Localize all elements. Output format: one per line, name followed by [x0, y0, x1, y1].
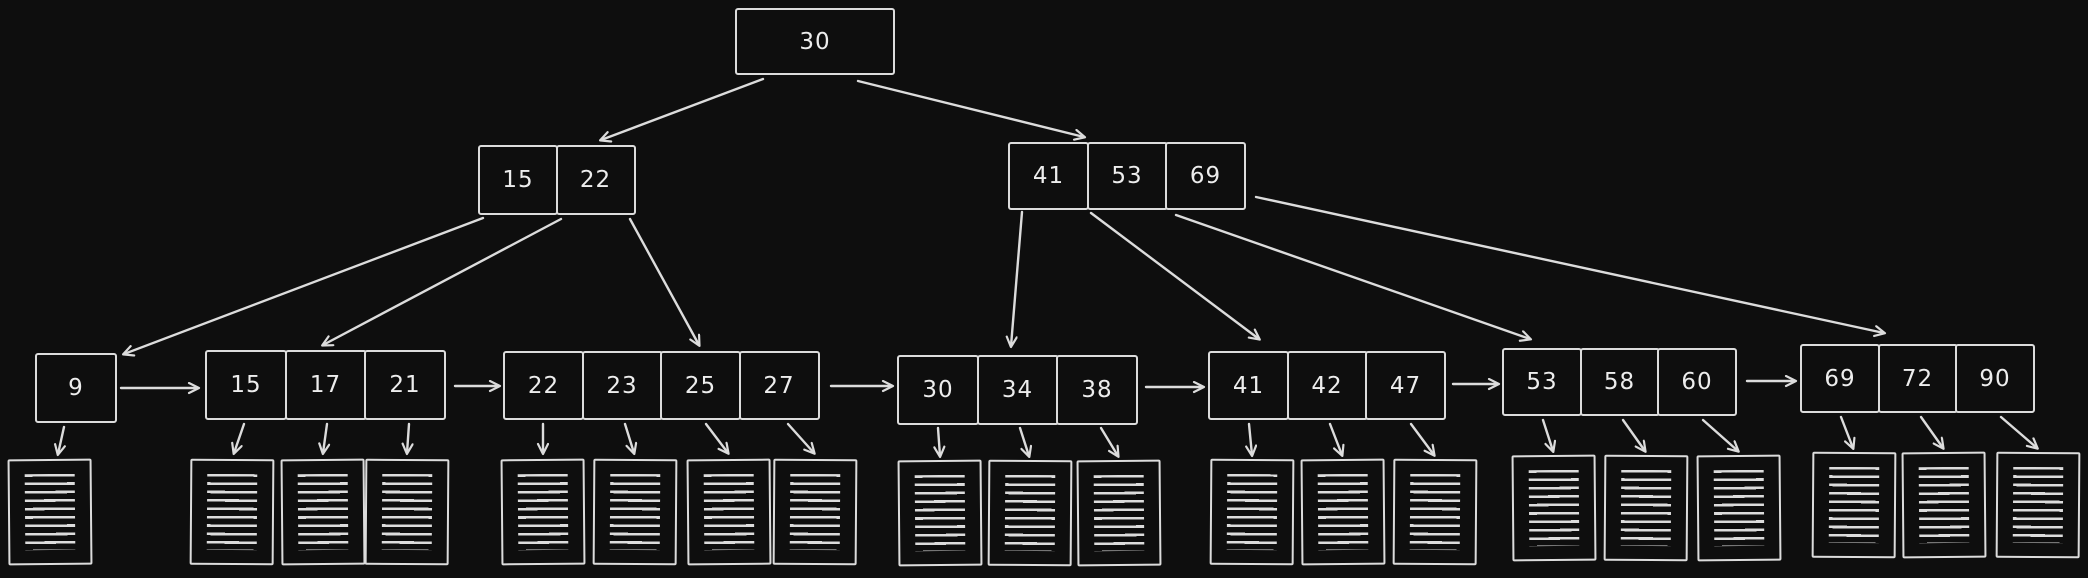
- leaf-to-doc-arrow: [407, 422, 409, 453]
- key-cell: 38: [1056, 355, 1138, 425]
- key-cell: 41: [1008, 142, 1089, 210]
- leaf-to-doc-arrow: [704, 422, 728, 453]
- leaf-to-doc-arrow: [1839, 415, 1853, 448]
- document-icon: [1603, 454, 1689, 562]
- leaf-to-doc-arrow: [58, 425, 64, 454]
- document-icon: [1901, 451, 1987, 559]
- key-cell: 9: [35, 353, 117, 423]
- key-cell: 41: [1208, 351, 1289, 420]
- key-cell: 90: [1955, 344, 2035, 413]
- edge-internal-to-leaf: [628, 217, 699, 345]
- leaf-to-doc-arrow: [623, 422, 634, 453]
- document-icon: [1392, 458, 1478, 566]
- key-cell: 27: [738, 351, 820, 420]
- key-cell: 25: [660, 351, 741, 420]
- document-icon: [987, 459, 1073, 567]
- document-icon: [1209, 458, 1295, 566]
- document-icon: [1995, 451, 2081, 559]
- leaf-to-doc-arrow: [1099, 426, 1118, 456]
- leaf-to-doc-arrow: [1701, 418, 1738, 451]
- edge-internal-to-leaf: [1254, 195, 1884, 333]
- key-cell: 53: [1502, 348, 1582, 416]
- edge-internal-to-leaf: [1089, 211, 1259, 339]
- key-cell: 53: [1086, 142, 1168, 210]
- leaf-to-doc-arrow: [234, 422, 246, 453]
- key-cell: 15: [478, 145, 558, 215]
- key-cell: 23: [581, 351, 663, 420]
- key-cell: 17: [284, 350, 367, 420]
- key-cell: 22: [555, 145, 636, 215]
- edge-root-to-right-internal: [856, 79, 1084, 137]
- leaf-node-5: 41 42 47: [1208, 351, 1446, 420]
- edge-internal-to-leaf: [124, 216, 485, 354]
- document-icon: [7, 458, 93, 566]
- leaf-to-doc-arrow: [323, 422, 327, 453]
- leaf-to-doc-arrow: [1621, 418, 1645, 451]
- leaf-node-4: 30 34 38: [897, 355, 1138, 425]
- leaf-to-doc-arrow: [786, 422, 814, 453]
- key-cell: 58: [1579, 348, 1660, 416]
- document-icon: [897, 459, 983, 567]
- key-cell: 22: [503, 351, 584, 420]
- key-cell: 69: [1800, 344, 1880, 413]
- edge-root-to-left-internal: [601, 77, 765, 140]
- internal-node-left: 15 22: [478, 145, 636, 215]
- document-icon: [686, 458, 772, 566]
- key-cell: 60: [1657, 348, 1737, 416]
- root-node: 30: [735, 8, 895, 75]
- document-icon: [592, 458, 678, 566]
- key-cell: 69: [1165, 142, 1246, 210]
- leaf-to-doc-arrow: [1409, 422, 1434, 455]
- leaf-to-doc-arrow: [1328, 422, 1342, 455]
- document-icon: [1076, 459, 1162, 567]
- leaf-to-doc-arrow: [1919, 415, 1943, 448]
- key-cell: 21: [364, 350, 446, 420]
- leaf-to-doc-arrow: [1541, 418, 1553, 451]
- document-icon: [1511, 454, 1597, 562]
- key-cell: 30: [735, 8, 895, 75]
- document-icon: [189, 458, 275, 566]
- document-icon: [500, 458, 586, 566]
- key-cell: 30: [897, 355, 979, 425]
- leaf-to-doc-arrow: [1249, 422, 1252, 455]
- document-icon: [1300, 458, 1386, 566]
- key-cell: 72: [1877, 344, 1958, 413]
- leaf-to-doc-arrow: [1018, 426, 1029, 456]
- key-cell: 15: [205, 350, 287, 420]
- document-icon: [1696, 454, 1782, 562]
- leaf-node-1: 9: [35, 353, 117, 423]
- document-icon: [280, 458, 366, 566]
- leaf-to-doc-arrow: [1999, 415, 2037, 448]
- key-cell: 34: [976, 355, 1059, 425]
- leaf-node-6: 53 58 60: [1502, 348, 1737, 416]
- edge-internal-to-leaf: [1011, 210, 1024, 346]
- key-cell: 47: [1365, 351, 1446, 420]
- internal-node-right: 41 53 69: [1008, 142, 1246, 210]
- edge-internal-to-leaf: [1174, 213, 1530, 339]
- document-icon: [772, 458, 858, 566]
- leaf-node-3: 22 23 25 27: [503, 351, 820, 420]
- key-cell: 42: [1286, 351, 1368, 420]
- document-icon: [1811, 451, 1897, 559]
- leaf-node-2: 15 17 21: [205, 350, 446, 420]
- document-icon: [364, 458, 450, 566]
- leaf-node-7: 69 72 90: [1800, 344, 2035, 413]
- edge-internal-to-leaf: [323, 217, 563, 345]
- leaf-to-doc-arrow: [938, 426, 940, 456]
